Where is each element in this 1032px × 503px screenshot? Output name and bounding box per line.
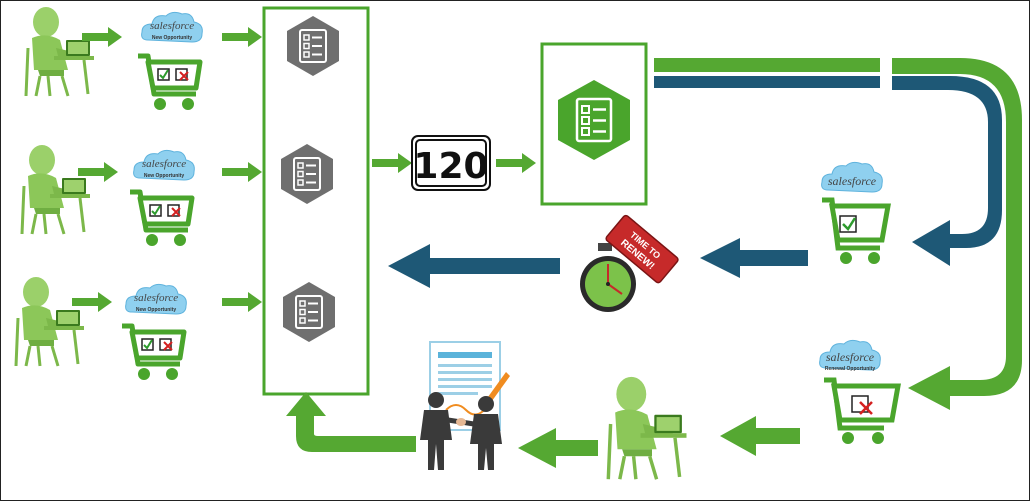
renewal-cart-check-icon [822,197,891,264]
renewal-person-icon [606,375,689,481]
days-counter-sign: 120 [411,135,491,191]
row-3-arrow-2 [222,292,262,312]
green-arrow-to-handshake [518,428,598,468]
row-1-person-icon [24,5,96,98]
renewal-cart-x-icon [824,377,901,444]
collection-checklist-icon-3 [282,281,336,343]
row-1-cloud-logo: salesforce New Opportunity [141,11,203,43]
row-3-person-icon [14,275,86,368]
renewal-queue-box [540,42,648,206]
green-return-arrow [286,392,416,452]
row-1-cart-icon [138,56,200,110]
renewal-opportunity-logo: salesforce Renewal Opportunity [819,339,881,372]
row-2-person-icon [20,143,92,236]
row-2-brand: salesforce [142,158,186,170]
row-2-arrow-2 [222,162,262,182]
row-3-cart-icon [122,326,184,380]
row-1-brand: salesforce [150,20,194,32]
stopwatch-icon [580,243,636,312]
row-3-brand: salesforce [134,292,178,304]
row-2-new-label: New Opportunity [144,173,184,179]
renewal-opportunity-label: Renewal Opportunity [825,366,876,372]
row-3-new-label: New Opportunity [136,307,176,313]
row-1-arrow-2 [222,27,262,47]
row-3-cloud-logo: salesforce New Opportunity [125,283,187,315]
renewal-queue-checklist-icon [558,80,630,160]
arrow-to-counter [372,153,412,173]
collection-checklist-icon-1 [286,15,340,77]
renewal-cart-brand: salesforce [828,174,877,188]
handshake-icon [420,392,502,470]
days-counter-value: 120 [413,146,488,187]
renewal-opportunity-brand: salesforce [826,350,875,364]
green-ribbon-arrow [654,58,1022,410]
row-2-cart-icon [130,192,192,246]
collection-checklist-icon-2 [280,143,334,205]
row-2-cloud-logo: salesforce New Opportunity [133,149,195,181]
row-1-new-label: New Opportunity [152,35,192,41]
blue-arrow-to-collection [388,244,560,288]
blue-ribbon-arrow [654,76,1002,266]
blue-arrow-to-stopwatch [700,238,808,278]
green-arrow-to-person [720,416,800,456]
opportunity-collection-box [262,6,370,396]
renewal-cart-logo: salesforce [821,161,883,193]
row-3-arrow-1 [72,292,112,312]
arrow-to-renewal-box [496,153,536,173]
